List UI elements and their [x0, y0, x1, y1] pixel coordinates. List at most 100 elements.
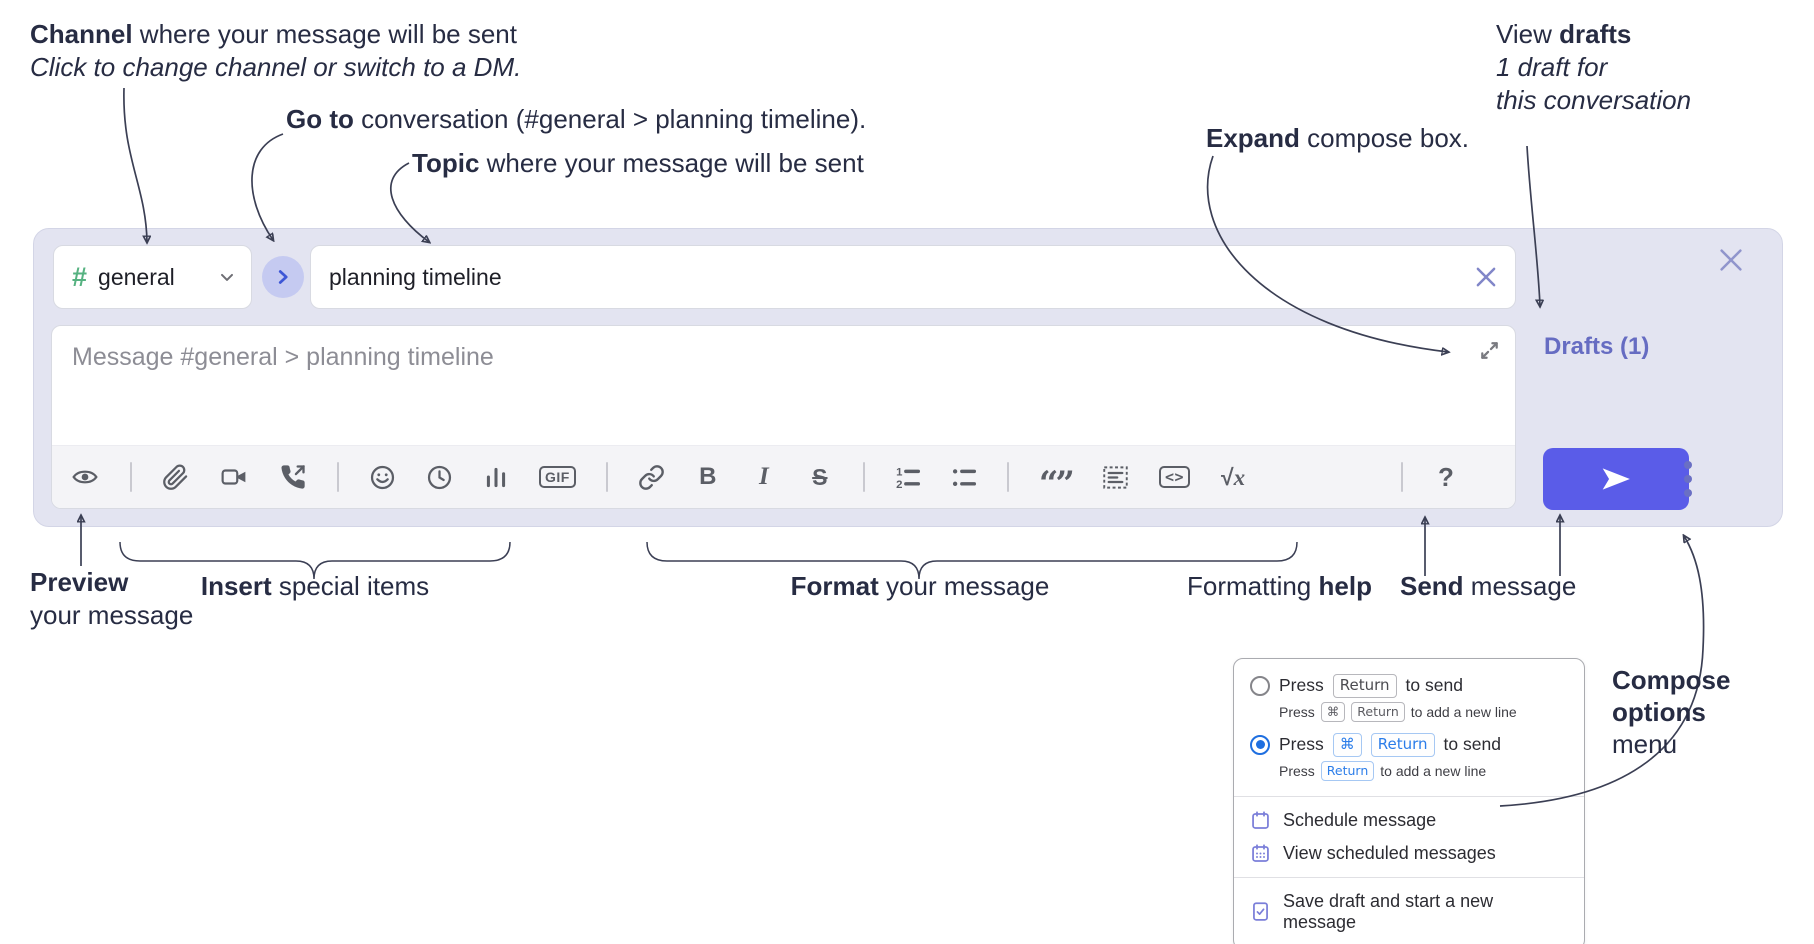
return-key: Return: [1351, 701, 1405, 722]
kebab-dot: [1684, 475, 1692, 483]
message-box: Message #general > planning timeline: [51, 325, 1516, 509]
bold-button[interactable]: B: [695, 463, 721, 491]
poll-button[interactable]: [483, 464, 509, 490]
compose-box: # general planning timeline Message #gen…: [33, 228, 1783, 527]
expand-compose-button[interactable]: [1477, 338, 1502, 363]
gif-button[interactable]: GIF: [539, 466, 576, 488]
code-snippet-icon: <>: [1158, 466, 1191, 488]
message-placeholder: Message #general > planning timeline: [72, 343, 494, 371]
toolbar-divider: [1401, 462, 1403, 492]
annotation-topic-bold: Topic: [412, 148, 480, 178]
cmd-key: ⌘: [1332, 732, 1362, 757]
menu-option-return-to-send[interactable]: Press Return to send Press ⌘ Return to a…: [1234, 671, 1584, 730]
phone-call-icon: [281, 465, 305, 489]
compose-options-button[interactable]: [1684, 461, 1692, 497]
topic-input[interactable]: planning timeline: [310, 245, 1516, 309]
clear-topic-button[interactable]: [1473, 264, 1499, 290]
drafts-link[interactable]: Drafts (1): [1544, 333, 1650, 360]
italic-button[interactable]: I: [751, 463, 777, 491]
menu-item-label: Schedule message: [1283, 809, 1437, 830]
equation-button[interactable]: √x: [1220, 464, 1246, 491]
expand-icon: [1481, 342, 1498, 359]
option2-sub-after: to add a new line: [1380, 762, 1487, 779]
annotation-view-drafts-line3: this conversation: [1496, 85, 1692, 115]
send-icon: [1602, 468, 1630, 490]
channel-selector[interactable]: # general: [53, 245, 252, 309]
clock-icon: [427, 465, 452, 489]
option2-press: Press: [1279, 734, 1324, 755]
cmd-key: ⌘: [1320, 701, 1346, 722]
formatting-help-button[interactable]: ?: [1433, 462, 1459, 493]
close-icon: [1720, 249, 1742, 271]
annotation-topic: Topic where your message will be sent: [412, 147, 864, 180]
annotation-insert-rest: special items: [271, 571, 430, 601]
annotation-compose-options-bold2: options: [1612, 697, 1706, 727]
bold-icon: B: [699, 463, 717, 490]
kebab-dot: [1684, 461, 1692, 469]
menu-item-label: View scheduled messages: [1283, 842, 1496, 863]
chevron-right-icon: [278, 270, 288, 284]
annotation-channel-sub: Click to change channel or switch to a D…: [30, 52, 522, 82]
annotation-formatting-help-pre: Formatting: [1187, 571, 1319, 601]
code-snippet-button[interactable]: <>: [1158, 466, 1191, 488]
video-call-button[interactable]: [219, 464, 249, 490]
toolbar-divider: [337, 462, 339, 492]
annotation-format-bold: Format: [790, 571, 879, 601]
audio-call-button[interactable]: [279, 463, 307, 491]
eye-icon: [72, 470, 98, 484]
option1-after: to send: [1405, 675, 1463, 696]
recent-button[interactable]: [426, 464, 453, 491]
toolbar-divider: [1006, 462, 1009, 492]
menu-item-save-draft[interactable]: Save draft and start a new message: [1234, 885, 1584, 939]
bulleted-list-button[interactable]: [951, 464, 977, 490]
send-button[interactable]: [1543, 448, 1689, 510]
radio-selected[interactable]: [1250, 734, 1270, 755]
return-key: Return: [1332, 674, 1397, 698]
topic-value: planning timeline: [329, 263, 502, 290]
menu-divider: [1234, 876, 1584, 878]
blockquote-button[interactable]: “”: [1039, 465, 1075, 501]
annotation-compose-options-line3: menu: [1612, 729, 1678, 759]
calendar-icon: [1252, 811, 1269, 829]
close-compose-button[interactable]: [1716, 245, 1746, 275]
annotation-view-drafts-pre: View: [1496, 19, 1560, 49]
annotation-preview: Preview your message: [30, 566, 193, 632]
paperclip-icon: [163, 463, 188, 490]
annotation-expand-bold: Expand: [1206, 123, 1300, 153]
channel-hash-icon: #: [72, 261, 88, 292]
attach-file-button[interactable]: [162, 463, 189, 491]
annotation-topic-rest: where your message will be sent: [479, 148, 864, 178]
toolbar-divider: [862, 462, 865, 492]
preview-button[interactable]: [70, 464, 100, 490]
menu-divider: [1234, 795, 1584, 797]
annotation-preview-bold: Preview: [30, 567, 129, 597]
annotation-format: Format your message: [791, 570, 1050, 603]
draft-check-icon: [1253, 902, 1268, 921]
calendar-dots-icon: [1252, 844, 1269, 862]
bulleted-list-icon: [952, 469, 976, 486]
close-icon: [1476, 267, 1496, 287]
message-input[interactable]: Message #general > planning timeline: [52, 326, 1515, 445]
toolbar-divider: [605, 462, 608, 492]
menu-item-schedule-message[interactable]: Schedule message: [1234, 804, 1584, 837]
strikethrough-button[interactable]: S: [807, 464, 833, 491]
code-block-button[interactable]: [1102, 464, 1129, 491]
annotation-send-rest: message: [1463, 571, 1577, 601]
annotation-formatting-help-bold: help: [1318, 571, 1372, 601]
emoji-button[interactable]: [369, 464, 396, 491]
option2-sub-press: Press: [1279, 762, 1315, 779]
gif-icon: GIF: [539, 466, 576, 488]
link-button[interactable]: [638, 464, 665, 491]
compose-options-menu: Press Return to send Press ⌘ Return to a…: [1233, 658, 1585, 944]
annotation-goto-rest: conversation (#general > planning timeli…: [353, 104, 867, 134]
annotation-send-bold: Send: [1400, 571, 1464, 601]
goto-conversation-button[interactable]: [262, 256, 304, 298]
menu-item-view-scheduled-messages[interactable]: View scheduled messages: [1234, 837, 1584, 870]
annotation-compose-options: Compose options menu: [1612, 664, 1730, 760]
annotation-format-rest: your message: [878, 571, 1050, 601]
annotation-expand: Expand compose box.: [1206, 122, 1469, 155]
menu-option-cmd-return-to-send[interactable]: Press ⌘ Return to send Press Return to a…: [1234, 730, 1584, 789]
radio-unselected[interactable]: [1250, 675, 1270, 696]
